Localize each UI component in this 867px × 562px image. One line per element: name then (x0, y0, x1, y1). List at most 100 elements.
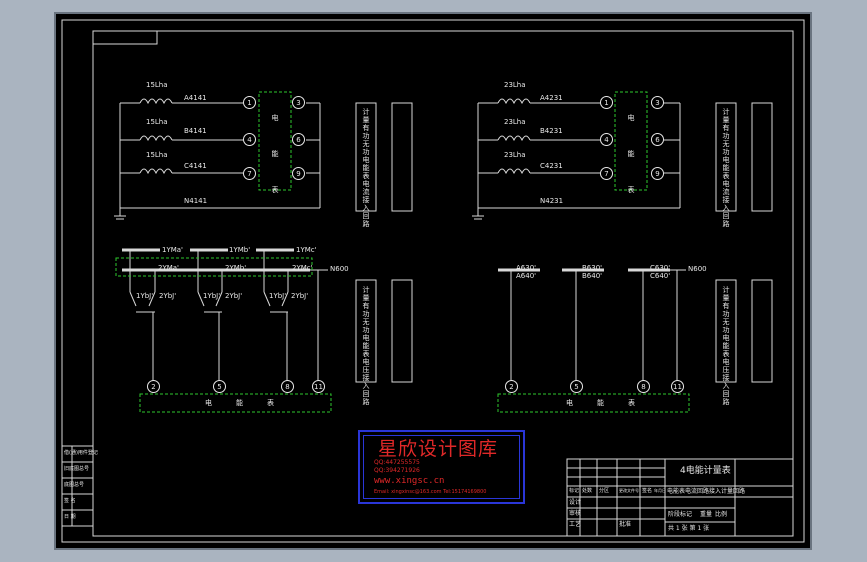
switch-label: 1YbJ' (136, 292, 154, 300)
neutral-label: N600 (688, 265, 707, 273)
watermark-contact: Email: xingxinsc@163.com Tel:15174169800 (374, 489, 487, 495)
bus-label: A640' (516, 272, 537, 280)
meter-label: 电能表 (566, 399, 659, 407)
terminal-node: 8 (637, 380, 650, 393)
drawing-border (61, 19, 805, 543)
bus-label: B640' (582, 272, 603, 280)
switch-label: 1YbJ' (269, 292, 287, 300)
left-meter-box (258, 91, 292, 191)
terminal-node: 7 (600, 167, 613, 180)
watermark-title: 星欣设计图库 (378, 438, 499, 460)
bus-label: 1YMb' (229, 246, 251, 254)
header-cell: 签名 (642, 488, 653, 494)
scale-label: 比例 (715, 511, 728, 518)
right-lower-meter-box (497, 393, 690, 413)
row-label: 设计 (569, 499, 582, 506)
drawing-subtitle: 电能表电流回路接入计量回路 (667, 488, 746, 495)
row-label: 审核 (569, 510, 582, 517)
terminal-node: 6 (651, 133, 664, 146)
right-current-circuit (472, 98, 773, 220)
watermark-stamp: 星欣设计图库 QQ:447255575 QQ:394271926 www.xin… (358, 430, 525, 504)
phase-label: C4141 (184, 162, 207, 170)
bus-label: 2YMa' (158, 264, 179, 272)
watermark-qq2: QQ:394271926 (374, 467, 420, 474)
bus-label: 2YMb' (225, 264, 247, 272)
terminal-node: 6 (292, 133, 305, 146)
ct-label: 23Lha (504, 118, 526, 126)
right-meter-box (614, 91, 648, 191)
sheet-info: 共 1 张 第 1 张 (668, 525, 710, 532)
header-cell: 分区 (599, 488, 610, 494)
drawing-title: 4电能计量表 (680, 466, 731, 476)
phase-label: B4141 (184, 127, 207, 135)
phase-label: A4141 (184, 94, 207, 102)
terminal-node: 9 (651, 167, 664, 180)
meter-label: 电能表 (627, 114, 635, 194)
title-block-grid (566, 458, 794, 537)
neutral-label: N4231 (540, 197, 564, 205)
ct-label: 23Lha (504, 151, 526, 159)
ct-label: 15Lha (146, 118, 168, 126)
side-block (61, 445, 94, 527)
weight-label: 重量 (700, 511, 713, 518)
box-text: 计量有功无功电能表电流接入回路 (362, 108, 370, 228)
row-label: 批准 (619, 521, 632, 528)
box-text: 计量有功无功电能表电压接入回路 (362, 286, 370, 406)
terminal-node: 2 (505, 380, 518, 393)
ct-label: 15Lha (146, 151, 168, 159)
terminal-node: 1 (243, 96, 256, 109)
terminal-node: 4 (600, 133, 613, 146)
terminal-node: 1 (600, 96, 613, 109)
box-text: 计量有功无功电能表电压接入回路 (722, 286, 730, 406)
terminal-node: 5 (213, 380, 226, 393)
phase-label: A4231 (540, 94, 563, 102)
terminal-node: 11 (671, 380, 684, 393)
meter-label: 电能表 (205, 399, 298, 407)
terminal-node: 3 (292, 96, 305, 109)
side-block-label: 借(通)用件登记 (64, 450, 98, 456)
watermark-inner-border (363, 435, 520, 499)
neutral-label: N4141 (184, 197, 208, 205)
right-voltage-circuit (498, 268, 773, 383)
inner-frame (92, 30, 794, 537)
phase-label: C4231 (540, 162, 563, 170)
side-block-label: 日 期 (64, 514, 76, 520)
watermark-qq1: QQ:447255575 (374, 459, 420, 466)
bus-label: A630' (516, 264, 537, 272)
left-bus-dashed-box (115, 257, 313, 277)
ct-label: 15Lha (146, 81, 168, 89)
switch-label: 1YbJ' (203, 292, 221, 300)
terminal-node: 5 (570, 380, 583, 393)
stage-label: 阶段标记 (668, 511, 693, 518)
side-block-label: 签 名 (64, 498, 76, 504)
bus-label: C640' (650, 272, 671, 280)
bus-label: 2YMc' (292, 264, 313, 272)
left-voltage-circuit (122, 248, 413, 383)
terminal-node: 11 (312, 380, 325, 393)
terminal-node: 3 (651, 96, 664, 109)
terminal-node: 4 (243, 133, 256, 146)
box-text: 计量有功无功电能表电流接入回路 (722, 108, 730, 228)
terminal-node: 7 (243, 167, 256, 180)
switch-label: 2YbJ' (159, 292, 177, 300)
header-cell: 更改文件号 (619, 488, 639, 493)
bus-label: C630' (650, 264, 671, 272)
switch-label: 2YbJ' (291, 292, 309, 300)
terminal-node: 2 (147, 380, 160, 393)
corner-tag (92, 30, 158, 45)
meter-label: 电能表 (271, 114, 279, 194)
bus-label: B630' (582, 264, 603, 272)
side-block-label: 底图总号 (64, 482, 85, 488)
side-block-label: 旧底图总号 (64, 466, 90, 472)
header-cell: 处数 (582, 488, 593, 494)
row-label: 工艺 (569, 521, 582, 528)
phase-label: B4231 (540, 127, 563, 135)
bus-label: 1YMa' (162, 246, 183, 254)
watermark-url: www.xingsc.cn (374, 476, 445, 486)
left-lower-meter-box (139, 393, 332, 413)
ct-label: 23Lha (504, 81, 526, 89)
terminal-node: 9 (292, 167, 305, 180)
header-cell: 标记 (569, 488, 580, 494)
header-cell: 年月日 (654, 488, 666, 493)
terminal-node: 8 (281, 380, 294, 393)
